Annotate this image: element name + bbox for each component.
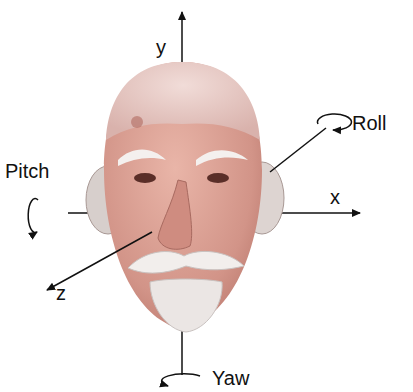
yaw-rotation — [162, 374, 200, 386]
axis-label: y — [156, 36, 166, 58]
nose — [158, 180, 192, 249]
eye — [207, 173, 229, 183]
eye — [134, 173, 156, 183]
pitch-rotation — [28, 199, 38, 233]
axis-label: x — [330, 186, 340, 208]
rotation-label: Pitch — [5, 160, 49, 182]
age-spot — [131, 116, 143, 128]
roll-axis — [270, 128, 326, 172]
eyebrow — [196, 150, 248, 166]
roll-rotation — [317, 114, 351, 130]
beard — [150, 279, 222, 332]
mustache — [128, 251, 244, 273]
z-axis — [47, 232, 152, 290]
rotation-label: Roll — [352, 112, 386, 134]
eyebrow — [118, 150, 166, 167]
rotation-label: Yaw — [212, 367, 249, 389]
axis-label: z — [56, 282, 66, 304]
bald-scalp — [106, 62, 260, 140]
